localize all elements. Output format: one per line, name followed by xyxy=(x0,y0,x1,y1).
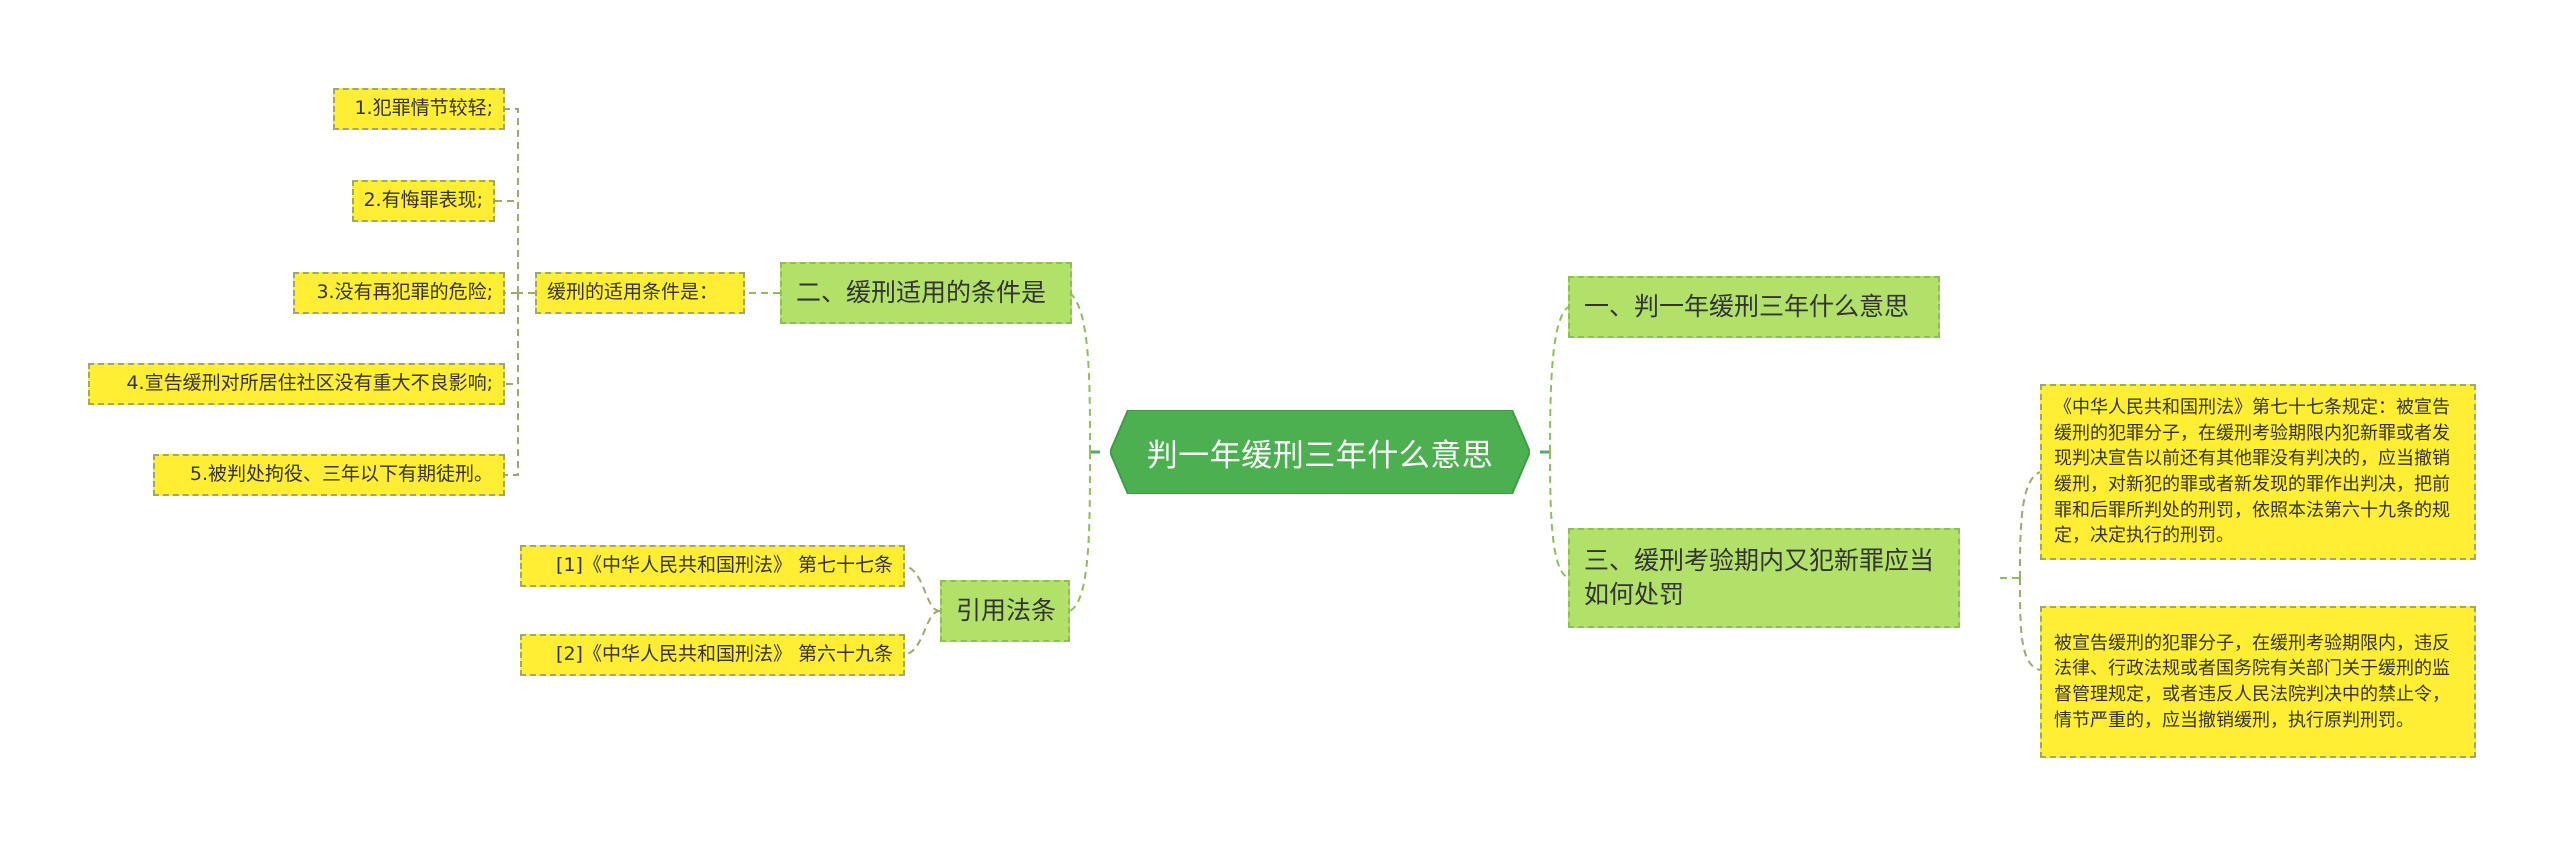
root-label: 判一年缓刑三年什么意思 xyxy=(1146,437,1494,474)
punishment-item-text: 被宣告缓刑的犯罪分子，在缓刑考验期限内，违反法律、行政法规或者国务院有关部门关于… xyxy=(2054,632,2450,731)
condition-item[interactable]: 5.被判处拘役、三年以下有期徒刑。 xyxy=(153,454,505,496)
condition-item-label: 3.没有再犯罪的危险; xyxy=(316,281,493,304)
branch-punishment[interactable]: 三、缓刑考验期内又犯新罪应当如何处罚 xyxy=(1568,528,1960,628)
condition-item-label: 2.有悔罪表现; xyxy=(363,189,483,212)
conditions-intro[interactable]: 缓刑的适用条件是： xyxy=(535,272,745,314)
leaf-connectors xyxy=(495,108,2041,671)
branch-punishment-label: 三、缓刑考验期内又犯新罪应当如何处罚 xyxy=(1584,546,1935,609)
condition-item-label: 1.犯罪情节较轻; xyxy=(354,97,493,120)
condition-item[interactable]: 1.犯罪情节较轻; xyxy=(333,88,505,130)
branch-meaning-label: 一、判一年缓刑三年什么意思 xyxy=(1584,292,1910,322)
condition-item[interactable]: 4.宣告缓刑对所居住社区没有重大不良影响; xyxy=(88,363,505,405)
branch-meaning[interactable]: 一、判一年缓刑三年什么意思 xyxy=(1568,276,1940,338)
citation-item-label: [2]《中华人民共和国刑法》 第六十九条 xyxy=(556,643,893,666)
root-shape xyxy=(1110,410,1530,494)
root-topic[interactable]: 判一年缓刑三年什么意思 xyxy=(1110,410,1530,494)
citation-item[interactable]: [2]《中华人民共和国刑法》 第六十九条 xyxy=(520,634,905,676)
condition-item[interactable]: 2.有悔罪表现; xyxy=(352,180,495,222)
condition-item-label: 5.被判处拘役、三年以下有期徒刑。 xyxy=(189,463,493,486)
citation-item[interactable]: [1]《中华人民共和国刑法》 第七十七条 xyxy=(520,545,905,587)
condition-item[interactable]: 3.没有再犯罪的危险; xyxy=(293,272,505,314)
conditions-intro-label: 缓刑的适用条件是： xyxy=(547,281,719,304)
branch-connectors xyxy=(740,292,2020,612)
branch-conditions[interactable]: 二、缓刑适用的条件是 xyxy=(780,262,1072,324)
branch-conditions-label: 二、缓刑适用的条件是 xyxy=(796,278,1047,308)
citation-item-label: [1]《中华人民共和国刑法》 第七十七条 xyxy=(556,554,893,577)
punishment-item[interactable]: 被宣告缓刑的犯罪分子，在缓刑考验期限内，违反法律、行政法规或者国务院有关部门关于… xyxy=(2040,606,2476,758)
condition-item-label: 4.宣告缓刑对所居住社区没有重大不良影响; xyxy=(126,372,493,395)
punishment-item-text: 《中华人民共和国刑法》第七十七条规定：被宣告缓刑的犯罪分子，在缓刑考验期限内犯新… xyxy=(2054,397,2450,547)
branch-citations-label: 引用法条 xyxy=(956,596,1057,626)
branch-citations[interactable]: 引用法条 xyxy=(940,580,1070,642)
punishment-item[interactable]: 《中华人民共和国刑法》第七十七条规定：被宣告缓刑的犯罪分子，在缓刑考验期限内犯新… xyxy=(2040,384,2476,560)
